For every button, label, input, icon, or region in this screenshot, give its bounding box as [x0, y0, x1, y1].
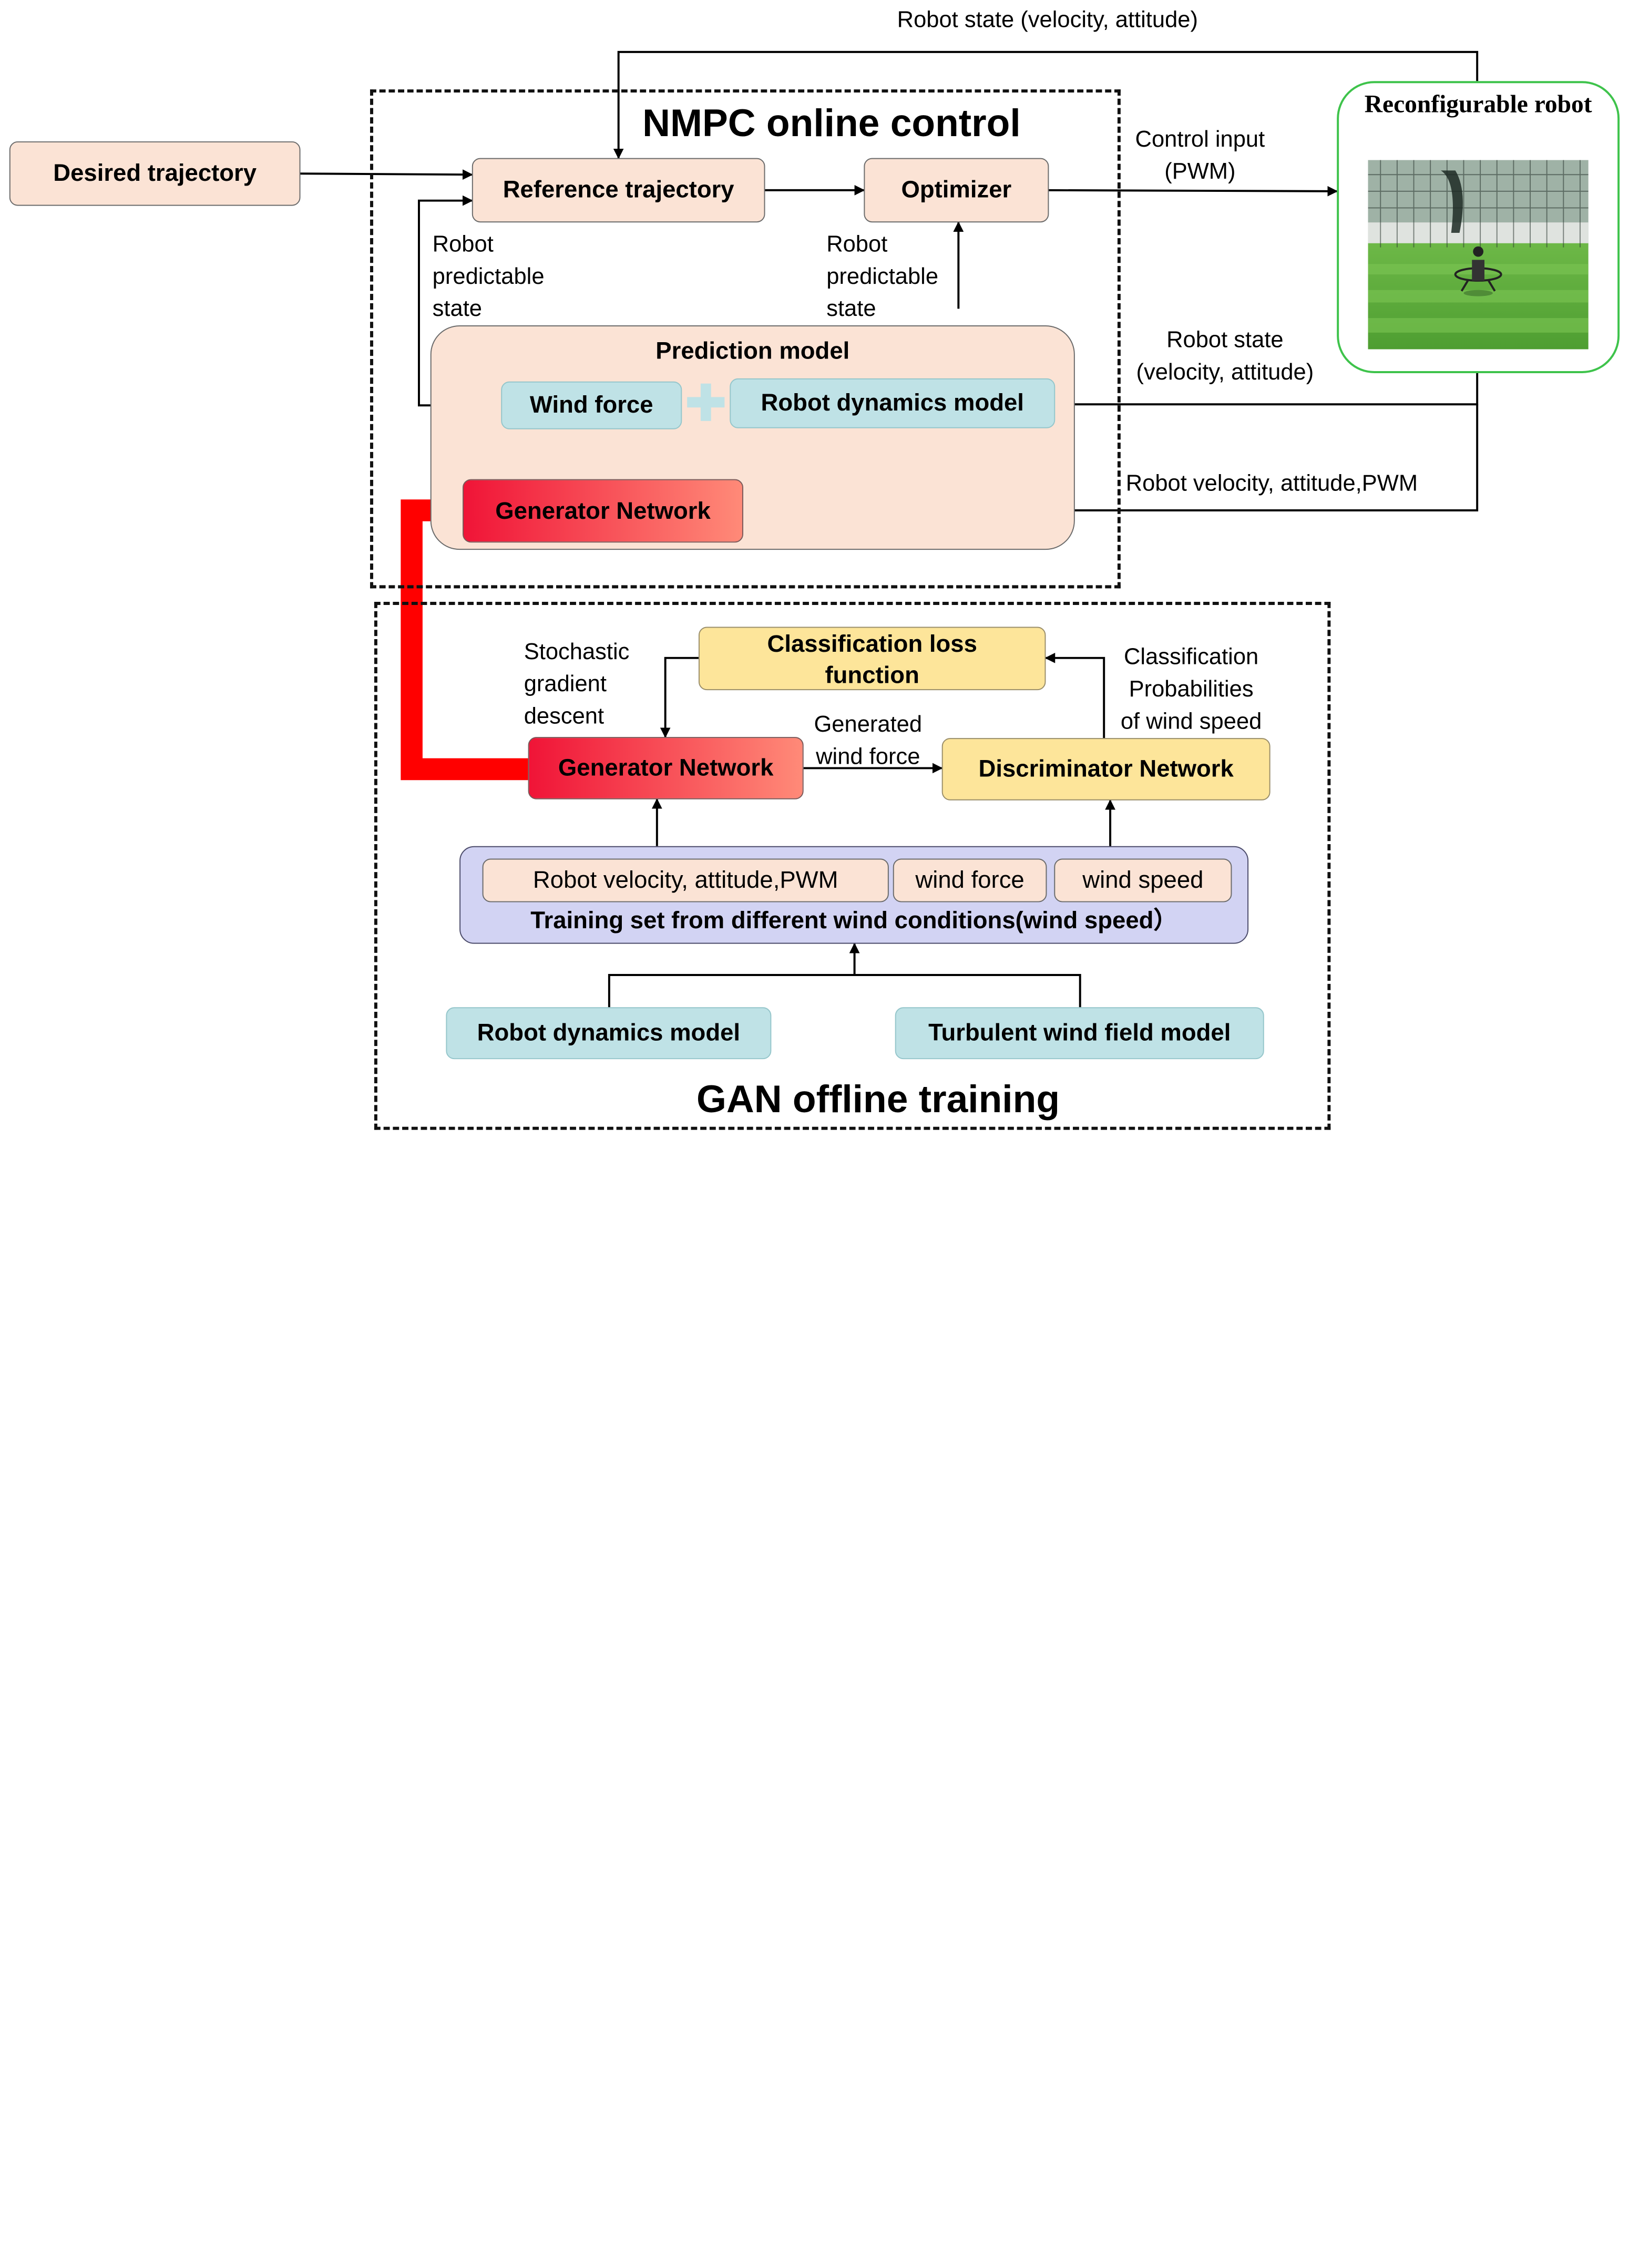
generator-network-node-bottom: Generator Network — [528, 737, 804, 799]
nmpc-region — [370, 89, 1121, 589]
training-item-robot-velocity: Robot velocity, attitude,PWM — [482, 858, 889, 902]
robot-predictable-state-right-label: Robot predictable state — [826, 231, 939, 322]
robot-drone-icon — [1454, 246, 1502, 296]
robot-dynamics-model-node-bottom: Robot dynamics model — [446, 1007, 772, 1060]
robot-state-right-label: Robot state (velocity, attitude) — [1136, 326, 1314, 385]
robot-title: Reconfigurable robot — [1364, 91, 1592, 119]
arrow-robot-state-feedback-top — [613, 50, 1479, 159]
plus-icon — [687, 383, 725, 421]
discriminator-network-node: Discriminator Network — [941, 738, 1271, 801]
reconfigurable-robot-panel: Reconfigurable robot — [1337, 81, 1620, 373]
gan-region — [374, 602, 1331, 1130]
training-item-wind-force: wind force — [893, 858, 1047, 902]
control-input-label: Control input (PWM) — [1135, 126, 1265, 184]
gan-title: GAN offline training — [696, 1077, 1060, 1121]
arrow-optimizer-to-robot — [1048, 186, 1338, 197]
classification-probabilities-label: Classification Probabilities of wind spe… — [1120, 643, 1262, 734]
desired-trajectory-node: Desired trajectory — [9, 141, 301, 206]
training-set-label: Training set from different wind conditi… — [530, 906, 1177, 934]
optimizer-node: Optimizer — [864, 158, 1049, 223]
turbulent-wind-field-model-node: Turbulent wind field model — [895, 1007, 1264, 1060]
reference-trajectory-node: Reference trajectory — [472, 158, 765, 223]
arrow-discriminator-to-loss — [1044, 652, 1105, 738]
classification-loss-function-node: Classification loss function — [698, 627, 1046, 691]
robot-photo — [1368, 160, 1589, 350]
prediction-model-title: Prediction model — [655, 336, 850, 364]
training-item-wind-speed: wind speed — [1054, 858, 1232, 902]
generator-network-node-top: Generator Network — [463, 479, 743, 543]
arrow-models-to-training — [608, 944, 1081, 1008]
nmpc-title: NMPC online control — [642, 101, 1021, 145]
robot-predictable-state-left-label: Robot predictable state — [432, 231, 545, 322]
arrow-loss-to-generator — [660, 656, 699, 738]
arrow-desired-to-reference — [299, 169, 473, 180]
stochastic-gradient-descent-label: Stochastic gradient descent — [524, 638, 630, 729]
robot-velocity-attitude-pwm-label: Robot velocity, attitude,PWM — [1125, 469, 1418, 496]
generated-wind-force-label: Generated wind force — [814, 711, 923, 769]
robot-dynamics-model-node: Robot dynamics model — [730, 378, 1056, 428]
wind-force-node: Wind force — [501, 381, 682, 429]
robot-state-top-label: Robot state (velocity, attitude) — [897, 6, 1198, 33]
